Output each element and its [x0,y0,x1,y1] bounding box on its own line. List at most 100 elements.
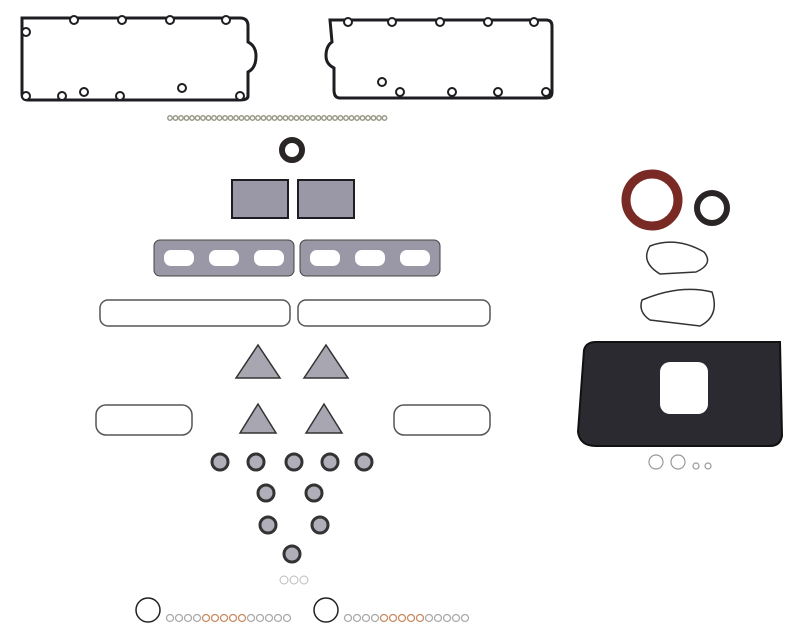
o-ring [282,115,289,121]
o-ring-row [167,115,388,121]
egr-gaskets [231,179,355,219]
o-ring [289,575,299,585]
flange-gasket [258,515,278,535]
o-ring [288,115,294,121]
small-o-ring [442,613,452,623]
large-o-ring [313,597,339,623]
small-o-ring [183,613,193,623]
port-opening [310,250,340,266]
flange-gasket [282,544,302,564]
water-pump-gasket [640,288,715,327]
o-ring [271,115,278,121]
o-ring [343,115,349,121]
o-ring [255,115,261,121]
flange-gasket [304,483,324,503]
grommet [165,15,175,25]
port-opening [355,250,385,266]
small-o-ring [379,613,389,623]
small-o-ring [424,613,434,623]
o-ring [227,115,234,121]
grommet [483,17,493,27]
o-ring [359,115,366,121]
grommet [529,17,539,27]
o-ring [315,115,322,121]
small-o-ring [451,613,461,623]
grommet [377,77,387,87]
o-ring [321,115,327,121]
o-ring [304,115,311,121]
small-o-ring [201,613,211,623]
o-ring [354,115,360,121]
flange-gasket [246,452,266,472]
grommet [343,17,353,27]
o-ring [279,575,289,585]
o-ring [381,115,388,121]
o-ring [167,115,173,121]
grommet [221,15,231,25]
oil-pan-opening [660,362,708,414]
grommet [387,17,397,27]
flange-gasket [210,452,230,472]
grommet [69,15,79,25]
o-ring [332,115,338,121]
small-o-ring [397,613,407,623]
small-seal [279,137,305,163]
o-ring [337,115,344,121]
o-ring [348,115,355,121]
o-ring [260,115,267,121]
small-o-ring [388,613,398,623]
o-ring [704,462,712,470]
small-o-ring [237,613,247,623]
small-o-ring [165,613,175,623]
bottom-o-ring-rows [135,597,470,623]
small-o-ring [246,613,256,623]
small-flange-gaskets [210,452,374,564]
o-ring [376,115,382,121]
small-o-ring [210,613,220,623]
o-ring [249,115,256,121]
grommet [435,17,445,27]
small-o-ring [282,613,292,623]
small-o-ring [460,613,470,623]
o-ring [648,454,664,470]
o-ring [244,115,250,121]
grommet [21,91,31,101]
flange-gasket [320,452,340,472]
o-ring [205,115,212,121]
right-o-rings [279,454,712,585]
cover-gasket [645,241,709,275]
grommet [57,91,67,101]
o-ring [178,115,184,121]
o-ring [370,115,377,121]
small-o-ring [361,613,371,623]
front-crank-seal [694,190,730,226]
o-ring [670,454,686,470]
o-ring [172,115,179,121]
grommet [235,91,245,101]
grommet [177,83,187,93]
port-opening [164,250,194,266]
exhaust-manifold-gaskets [153,239,441,277]
port-opening [254,250,284,266]
o-ring [299,115,305,121]
port-opening [400,250,430,266]
small-o-ring [219,613,229,623]
small-o-ring [352,613,362,623]
flange-gasket [354,452,374,472]
o-ring [216,115,223,121]
o-ring [200,115,206,121]
valve-cover-gasket-right [324,18,554,100]
grommet [395,87,405,97]
o-ring [299,575,309,585]
small-o-ring [406,613,416,623]
valve-cover-gasket-left [20,16,258,102]
o-ring [183,115,190,121]
grommet [447,87,457,97]
flange-gasket [284,452,304,472]
grommet [21,27,31,37]
valve-cover-bolt-grommets [21,15,551,101]
flange-gasket [256,483,276,503]
intake-gaskets [95,299,491,436]
small-o-ring [415,613,425,623]
